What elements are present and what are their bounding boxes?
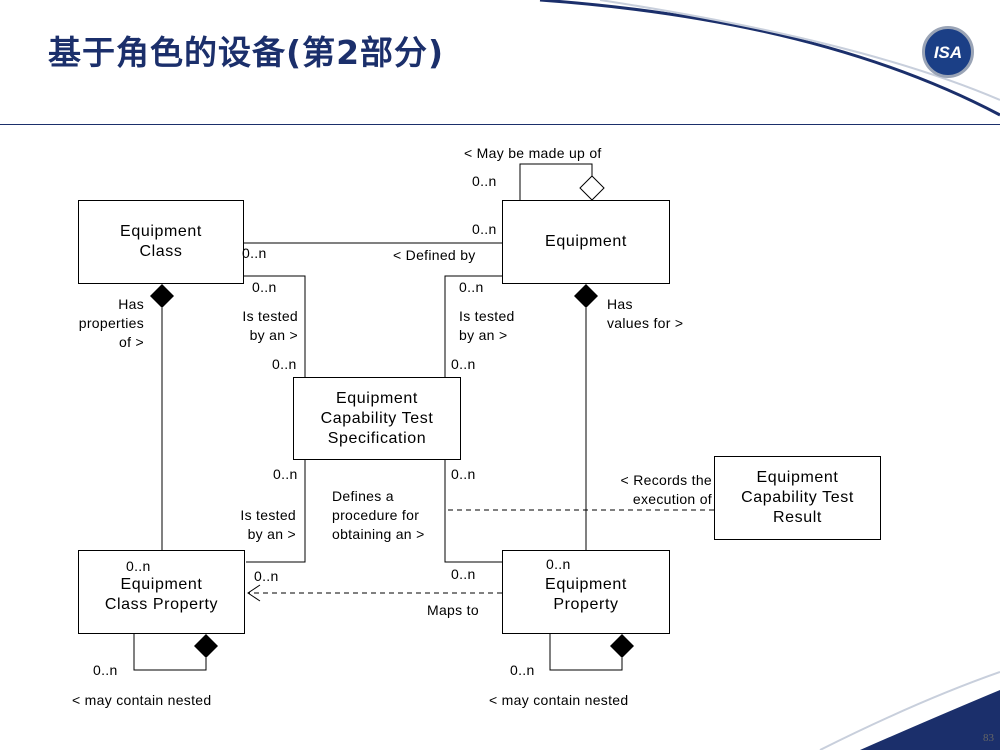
multiplicity-label: 0..n (273, 466, 298, 482)
composition-diamond-icon (150, 284, 174, 308)
page-number: 83 (983, 732, 994, 744)
equipment-tested-line (444, 275, 502, 377)
multiplicity-label: 0..n (254, 568, 279, 584)
header-divider (0, 124, 1000, 125)
maps-to-arrowhead (247, 584, 261, 602)
multiplicity-label: 0..n (272, 356, 297, 372)
multiplicity-label: 0..n (242, 245, 267, 261)
multiplicity-label: 0..n (510, 662, 535, 678)
class-prop-nested-line (133, 634, 207, 671)
may-contain-nested-label: < may contain nested (489, 692, 629, 708)
may-be-made-up-of-label: < May be made up of (464, 145, 602, 161)
has-properties-of-label: Has properties of > (78, 296, 144, 350)
header-swoosh (539, 0, 1000, 117)
composition-diamond-icon (574, 284, 598, 308)
class-property-box: Equipment Class Property (78, 550, 245, 634)
multiplicity-label: 0..n (459, 279, 484, 295)
multiplicity-label: 0..n (472, 173, 497, 189)
multiplicity-label: 0..n (451, 566, 476, 582)
multiplicity-label: 0..n (451, 466, 476, 482)
equip-prop-nested-line (549, 634, 623, 671)
multiplicity-label: 0..n (472, 221, 497, 237)
has-values-for-label: Has values for > (607, 296, 684, 331)
logo-text: ISA (933, 43, 963, 62)
spec-equip-prop-line (444, 460, 502, 563)
may-contain-nested-label: < may contain nested (72, 692, 212, 708)
class-tested-line (244, 275, 306, 377)
maps-to-label: Maps to (427, 602, 479, 618)
test-result-box: Equipment Capability Test Result (714, 456, 881, 540)
isa-logo: ISA (922, 26, 974, 78)
is-tested-by-label: Is tested by an > (459, 308, 515, 343)
equipment-box: Equipment (502, 200, 670, 284)
multiplicity-label: 0..n (252, 279, 277, 295)
spec-class-prop-line (246, 460, 306, 563)
equipment-property-box: Equipment Property (502, 550, 670, 634)
is-tested-by-label: Is tested by an > (240, 507, 296, 542)
multiplicity-label: 0..n (126, 558, 151, 574)
page-title: 基于角色的设备(第2部分) (48, 33, 445, 72)
self-aggregation-equipment-line (519, 163, 593, 200)
is-tested-by-label: Is tested by an > (242, 308, 298, 343)
records-execution-label: < Records the execution of (620, 472, 712, 507)
composition-diamond-icon (194, 634, 218, 658)
multiplicity-label: 0..n (546, 556, 571, 572)
defined-by-label: < Defined by (393, 247, 476, 263)
equipment-class-box: Equipment Class (78, 200, 244, 284)
composition-diamond-icon (610, 634, 634, 658)
defines-procedure-label: Defines a procedure for obtaining an > (332, 488, 425, 542)
aggregation-diamond-icon (579, 175, 605, 201)
multiplicity-label: 0..n (93, 662, 118, 678)
multiplicity-label: 0..n (451, 356, 476, 372)
test-spec-box: Equipment Capability Test Specification (293, 377, 461, 460)
